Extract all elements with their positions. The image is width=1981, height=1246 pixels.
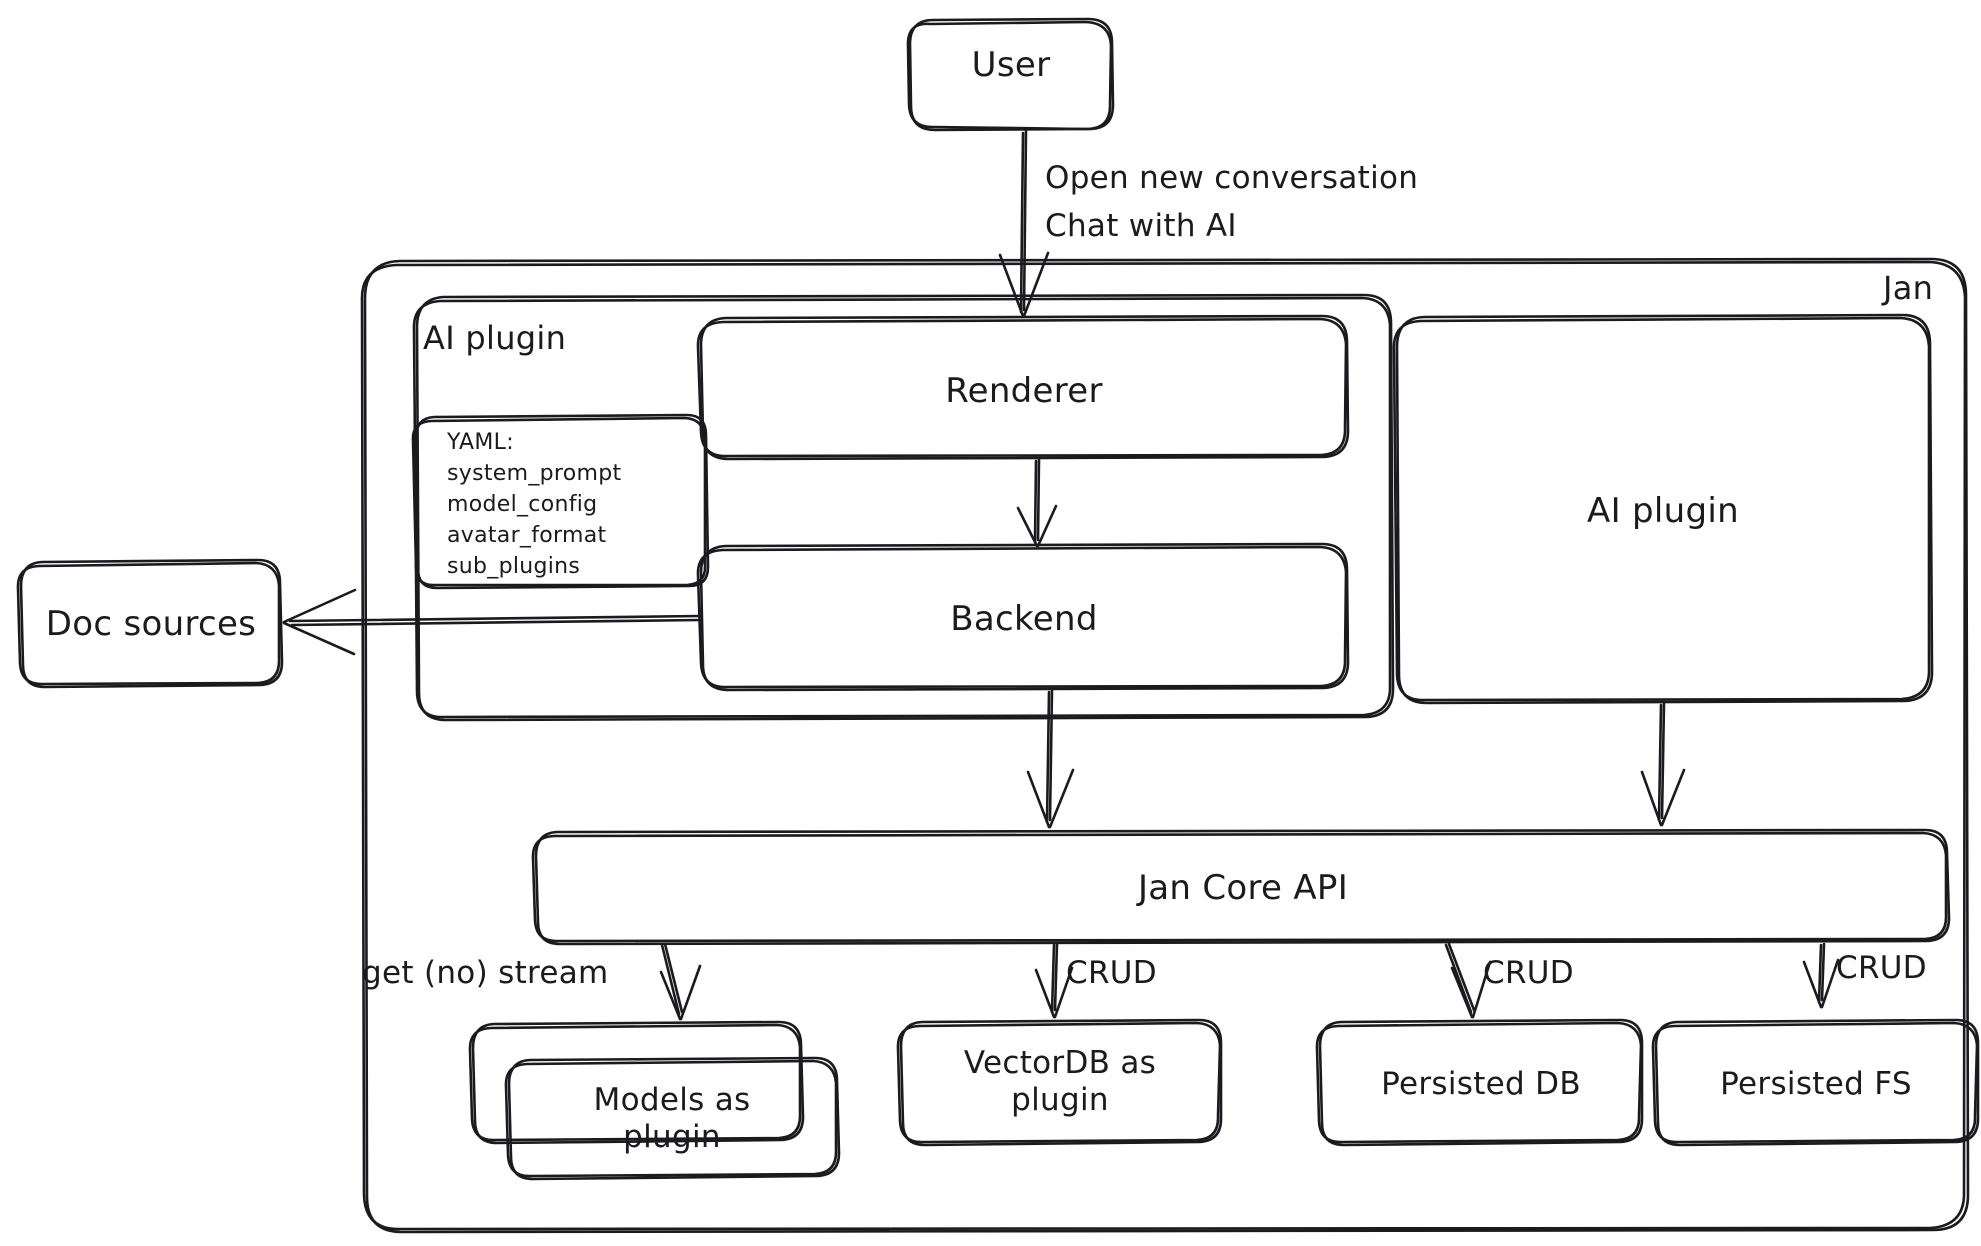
yaml-key-sub-plugins: sub_plugins	[447, 554, 581, 579]
arrow-backend-to-core	[1026, 688, 1075, 829]
arrow-backend-to-doc-sources	[282, 588, 703, 656]
jan-core-api-box-outline	[531, 828, 1951, 946]
arrow-core-to-persisted-fs	[1802, 942, 1840, 1009]
models-as-plugin-node-label: Models as plugin	[593, 1082, 751, 1155]
edge-label-crud-persisted-db: CRUD	[1483, 955, 1574, 991]
edge-label-open-new-conversation: Open new conversation	[1045, 160, 1419, 196]
ai-plugin-group-outline	[412, 293, 1395, 722]
persisted-db-node-label: Persisted DB	[1381, 1066, 1581, 1102]
persisted-db-box-outline	[1315, 1018, 1644, 1147]
arrow-renderer-to-backend	[1016, 457, 1058, 548]
ai-plugin-box-outline	[1392, 313, 1934, 705]
backend-box-outline	[696, 542, 1350, 692]
edge-label-crud-vectordb: CRUD	[1066, 955, 1157, 991]
jan-group-label: Jan	[1883, 269, 1934, 307]
arrow-ai-plugin-to-core	[1640, 701, 1686, 827]
jan-core-api-node-label: Jan Core API	[1137, 868, 1349, 908]
models-as-plugin-back-box-outline	[468, 1020, 805, 1145]
models-as-plugin-front-box-outline	[504, 1056, 841, 1181]
arrow-user-to-renderer	[998, 128, 1050, 318]
ai-plugin-box-label: AI plugin	[1587, 491, 1739, 531]
edge-label-get-no-stream: get (no) stream	[362, 955, 609, 991]
jan-group-outline	[360, 257, 1970, 1234]
yaml-key-system-prompt: system_prompt	[447, 461, 622, 486]
user-box-outline	[906, 17, 1115, 132]
edge-label-chat-with-ai: Chat with AI	[1045, 208, 1237, 244]
arrow-core-to-persisted-db	[1444, 942, 1492, 1019]
arrow-core-to-models	[659, 942, 702, 1021]
backend-node-label: Backend	[950, 599, 1098, 639]
user-node-label: User	[971, 45, 1051, 85]
edge-label-crud-persisted-fs: CRUD	[1836, 950, 1927, 986]
yaml-key-model-config: model_config	[447, 492, 598, 517]
arrow-core-to-vectordb	[1034, 942, 1074, 1019]
ai-plugin-group-label: AI plugin	[423, 319, 567, 357]
doc-sources-box-outline	[16, 558, 284, 689]
renderer-box-outline	[696, 314, 1350, 461]
yaml-card-outline	[411, 413, 710, 590]
yaml-heading: YAML:	[447, 430, 514, 455]
persisted-fs-node-label: Persisted FS	[1720, 1066, 1912, 1102]
persisted-fs-box-outline	[1651, 1018, 1980, 1147]
doc-sources-node-label: Doc sources	[45, 604, 257, 644]
renderer-node-label: Renderer	[945, 371, 1103, 411]
yaml-key-avatar-format: avatar_format	[447, 523, 607, 548]
vectordb-box-outline	[896, 1018, 1223, 1147]
vectordb-as-plugin-node-label: VectorDB as plugin	[963, 1045, 1157, 1118]
